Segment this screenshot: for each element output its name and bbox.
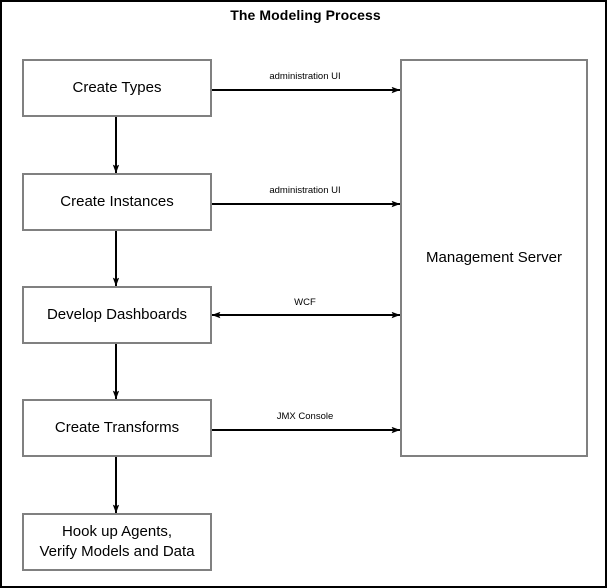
node-create-instances: Create Instances xyxy=(22,173,212,231)
node-label-management-server: Management Server xyxy=(426,249,562,267)
node-hook-up-agents: Hook up Agents, Verify Models and Data xyxy=(22,513,212,571)
node-create-types: Create Types xyxy=(22,59,212,117)
page-title: The Modeling Process xyxy=(230,7,381,23)
node-label-create-transforms: Create Transforms xyxy=(54,419,180,437)
node-management-server: Management Server xyxy=(400,59,588,457)
node-label-develop-dashboards: Develop Dashboards xyxy=(46,306,188,324)
edge-label-instances-to-server: administration UI xyxy=(269,185,341,196)
node-label-create-instances: Create Instances xyxy=(60,193,174,211)
edge-label-dashboards-to-server: WCF xyxy=(294,297,316,308)
edge-label-types-to-server: administration UI xyxy=(269,71,341,82)
edge-label-transforms-to-server: JMX Console xyxy=(276,411,334,422)
node-create-transforms: Create Transforms xyxy=(22,399,212,457)
node-label-hook-up-agents: Hook up Agents, Verify Models and Data xyxy=(39,523,195,560)
node-develop-dashboards: Develop Dashboards xyxy=(22,286,212,344)
node-label-create-types: Create Types xyxy=(72,79,162,97)
